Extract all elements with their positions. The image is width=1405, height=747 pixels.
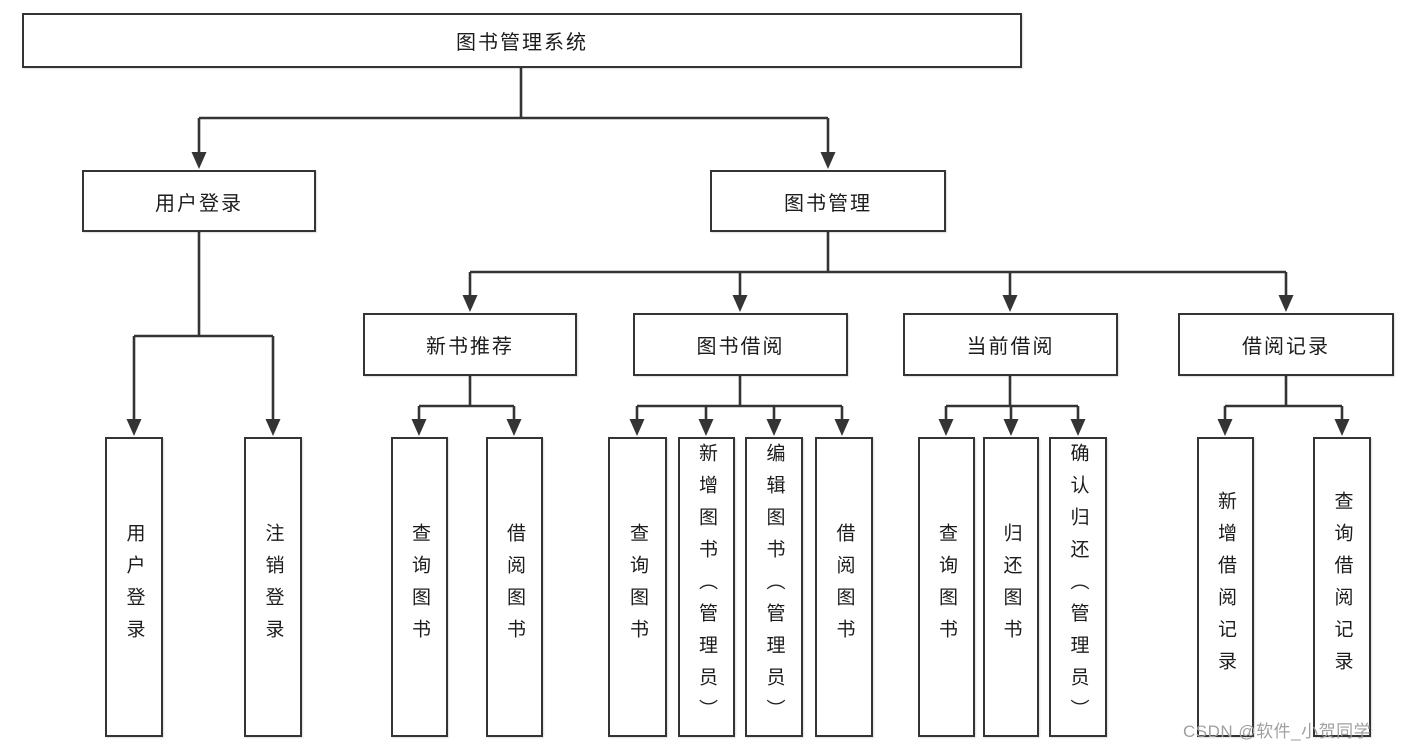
leaf-label: 用户登录: [123, 523, 145, 651]
leaf-label: 查询图书: [936, 523, 957, 651]
leaf-recommend-borrow-books: 借阅图书: [486, 437, 543, 737]
leaf-recommend-query-books: 查询图书: [391, 437, 448, 737]
node-label: 用户登录: [155, 192, 243, 215]
connector-records-to-leaves: [1223, 376, 1344, 419]
node-book-management: 图书管理: [710, 170, 946, 232]
node-label: 新书推荐: [426, 336, 514, 358]
node-label: 图书借阅: [696, 336, 785, 358]
node-new-book-recommendation: 新书推荐: [363, 313, 577, 376]
leaf-label: 归还图书: [1000, 523, 1022, 651]
connector-bookmgmt-to-level3: [468, 232, 1288, 295]
leaf-edit-books-admin: 编辑图书（管理员）: [745, 437, 803, 737]
leaf-confirm-return-admin: 确认归还（管理员）: [1049, 437, 1107, 737]
node-label: 图书管理: [784, 192, 872, 215]
leaf-label: 借阅图书: [504, 523, 525, 651]
leaf-label: 新增借阅记录: [1215, 491, 1236, 683]
connector-newrec-to-leaves: [417, 376, 516, 419]
node-label: 当前借阅: [966, 336, 1055, 358]
leaf-label: 确认归还（管理员）: [1067, 443, 1089, 731]
connector-userlogin-to-leaves: [132, 232, 275, 419]
connector-bookborrow-to-leaves: [635, 376, 844, 419]
node-library-management-system: 图书管理系统: [22, 13, 1022, 68]
leaf-label: 查询图书: [409, 523, 430, 651]
leaf-user-login: 用户登录: [105, 437, 163, 737]
node-label: 借阅记录: [1242, 336, 1330, 358]
leaf-add-borrow-record: 新增借阅记录: [1197, 437, 1254, 737]
node-user-login: 用户登录: [82, 170, 316, 232]
leaf-query-borrow-record: 查询借阅记录: [1313, 437, 1371, 737]
connector-root-to-level2: [197, 68, 830, 152]
leaf-add-books-admin: 新增图书（管理员）: [678, 437, 735, 737]
leaf-borrow-books: 借阅图书: [815, 437, 873, 737]
leaf-current-query-books: 查询图书: [918, 437, 975, 737]
leaf-label: 查询图书: [627, 523, 648, 651]
leaf-logout: 注销登录: [244, 437, 302, 737]
node-borrowing-records: 借阅记录: [1178, 313, 1394, 376]
leaf-label: 查询借阅记录: [1331, 491, 1353, 683]
node-label: 图书管理系统: [456, 32, 588, 54]
arrowheads: [126, 152, 1350, 436]
leaf-label: 借阅图书: [833, 523, 855, 651]
node-book-borrowing: 图书借阅: [633, 313, 848, 376]
connector-currentborrow-to-leaves: [944, 376, 1080, 419]
node-current-borrowing: 当前借阅: [903, 313, 1118, 376]
leaf-borrow-query-books: 查询图书: [608, 437, 667, 737]
csdn-watermark: CSDN @软件_小贺同学: [1183, 722, 1372, 741]
leaf-return-books: 归还图书: [983, 437, 1039, 737]
leaf-label: 新增图书（管理员）: [696, 443, 717, 731]
leaf-label: 注销登录: [262, 523, 284, 651]
leaf-label: 编辑图书（管理员）: [763, 443, 785, 731]
